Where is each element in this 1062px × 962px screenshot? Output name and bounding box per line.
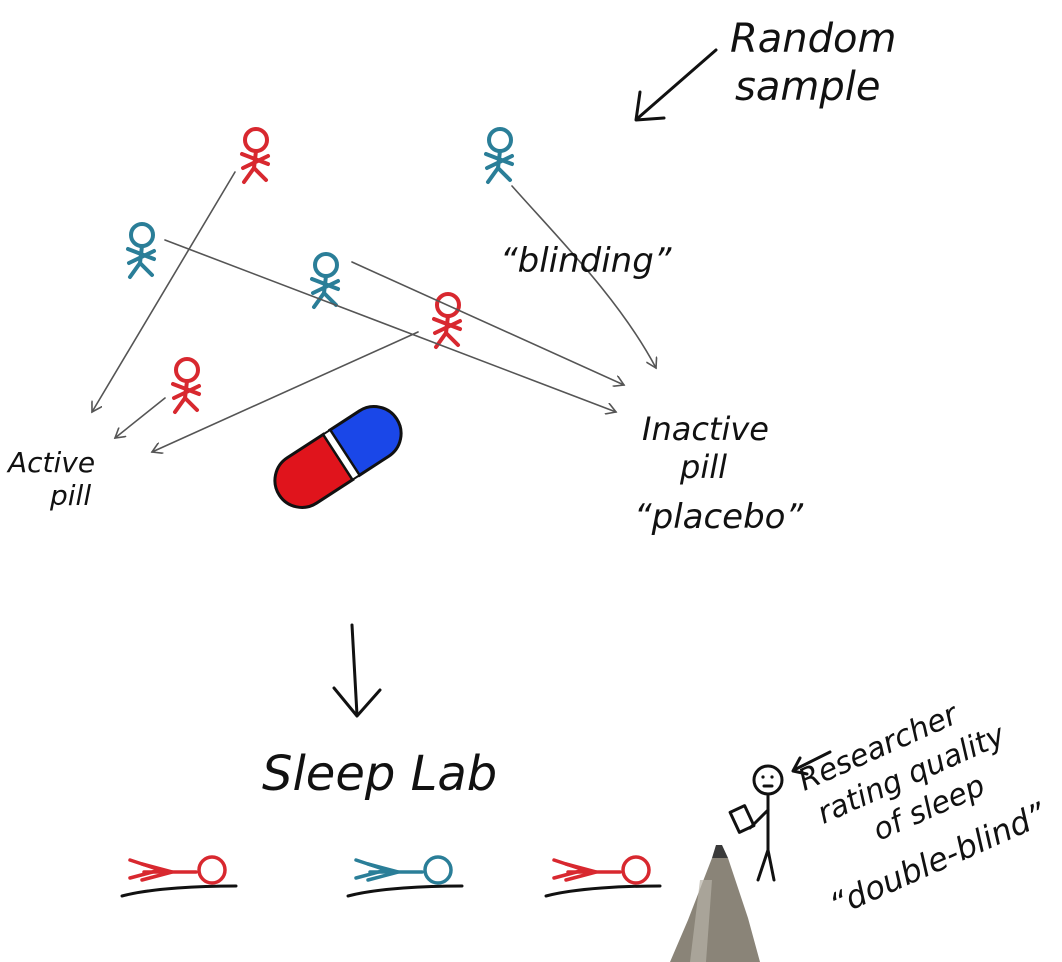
pen-tip-icon	[670, 845, 760, 962]
blinding-label: “blinding”	[500, 241, 672, 281]
participant-red-1	[240, 127, 270, 184]
participant-red-2	[432, 292, 462, 349]
participant-blue-2	[126, 222, 156, 279]
participant-blue-1	[484, 127, 514, 184]
down-arrow	[332, 623, 382, 718]
head	[197, 855, 227, 885]
head	[423, 855, 453, 885]
inactive-label-line1: Inactive	[642, 410, 769, 448]
sleeper-blue-1	[346, 855, 464, 898]
leg-right	[183, 396, 199, 412]
active-pill-label: Active pill	[6, 446, 95, 512]
arrow-blue2-to-inactive	[164, 239, 616, 412]
bed-line	[120, 884, 238, 898]
arrow-red3-to-active	[115, 397, 166, 438]
sleeper-red-2	[544, 855, 662, 898]
arm-b	[127, 249, 156, 265]
leg-left	[486, 166, 500, 184]
arm-b	[433, 319, 462, 335]
random-sample-label: Random sample	[730, 16, 896, 110]
inactive-pill-label: Inactive pill “placebo”	[634, 410, 803, 537]
bed-line	[346, 884, 464, 898]
leg-right	[322, 291, 338, 307]
researcher-arrow	[791, 750, 832, 776]
researcher-annotation: Researcher rating quality of sleep “doub…	[793, 696, 1052, 924]
arrow-blue1-to-inactive	[511, 185, 656, 368]
participant-red-3	[171, 357, 201, 414]
leg-right	[252, 166, 268, 182]
arm-a	[484, 152, 514, 166]
sleeper-red-1	[120, 855, 238, 898]
active-label-line2: pill	[49, 479, 91, 512]
arm-a	[240, 152, 270, 166]
head	[487, 127, 513, 153]
arm-b	[311, 279, 340, 295]
leg-left	[242, 166, 256, 184]
leg-right	[496, 166, 512, 182]
head	[174, 357, 200, 383]
leg-left	[128, 261, 142, 279]
sleep-lab-label: Sleep Lab	[262, 746, 497, 802]
participant-blue-3	[310, 252, 340, 309]
arm-b	[241, 154, 270, 170]
arm-a	[171, 382, 201, 396]
random-sample-line2: sample	[735, 64, 880, 110]
researcher-figure	[728, 764, 784, 882]
head	[621, 855, 651, 885]
random-sample-arrow	[634, 48, 718, 122]
inactive-label-line2: pill	[679, 448, 727, 486]
assignment-arrows	[92, 171, 656, 452]
active-label-line1: Active	[6, 446, 95, 479]
leg-left	[312, 291, 326, 309]
arm-b	[485, 154, 514, 170]
arm-a	[432, 317, 462, 331]
leg-left	[173, 396, 187, 414]
random-sample-line1: Random	[730, 16, 896, 62]
arrow-blue3-to-inactive	[351, 261, 624, 385]
bed-line	[544, 884, 662, 898]
leg-right	[138, 261, 154, 277]
placebo-label: “placebo”	[634, 497, 803, 537]
arm-b	[172, 384, 201, 400]
arrow-red1-to-active	[92, 171, 236, 412]
arm-a	[126, 247, 156, 261]
leg-right	[444, 331, 460, 347]
pill-capsule-icon	[273, 405, 403, 509]
head	[243, 127, 269, 153]
head	[313, 252, 339, 278]
clipboard-icon	[728, 804, 756, 834]
head	[129, 222, 155, 248]
arm-a	[310, 277, 340, 291]
arrow-red2-to-active	[152, 331, 419, 452]
